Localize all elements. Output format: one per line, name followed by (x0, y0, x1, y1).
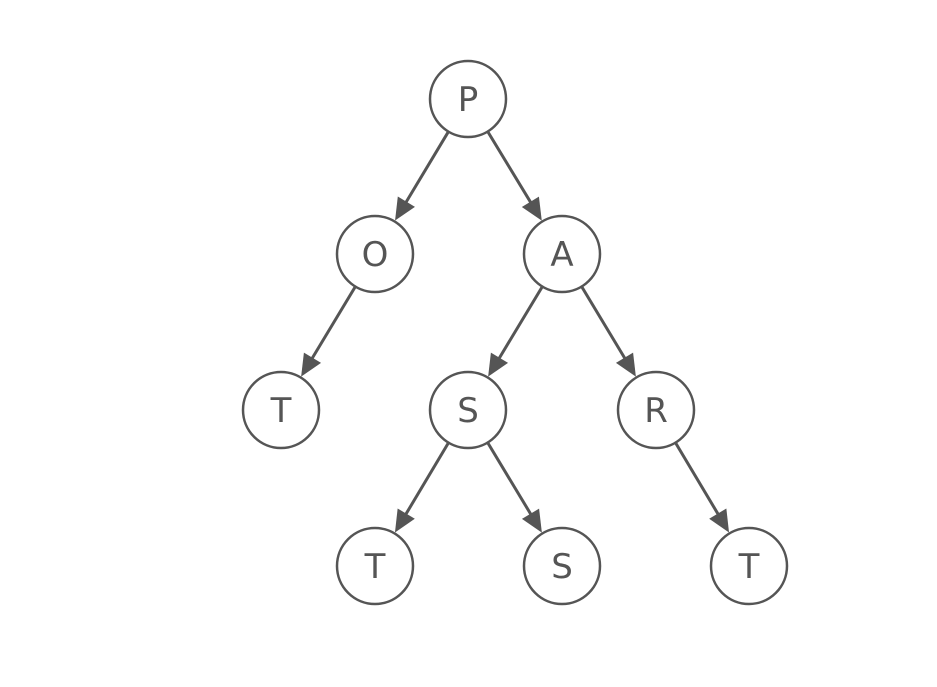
edge-s1-s2 (486, 442, 542, 533)
edge-line (403, 442, 450, 517)
edge-r-t3 (674, 442, 730, 533)
edge-a-r (580, 286, 636, 377)
node-label: A (550, 235, 573, 275)
arrowhead-icon (395, 196, 415, 221)
arrowhead-icon (301, 352, 322, 377)
node-label: T (270, 391, 292, 431)
tree-node-t1: T (241, 370, 321, 450)
node-circle (428, 59, 508, 139)
edge-line (580, 286, 627, 361)
node-circle (616, 370, 696, 450)
tree-node-p: P (428, 59, 508, 139)
edge-line (486, 131, 533, 205)
node-label: S (457, 391, 479, 431)
edge-o-t1 (301, 286, 357, 377)
tree-node-s2: S (522, 526, 602, 606)
arrowhead-icon (521, 508, 542, 533)
edge-line (486, 442, 533, 517)
node-label: T (364, 547, 386, 587)
node-circle (709, 526, 789, 606)
node-label: S (551, 547, 573, 587)
edge-a-s1 (488, 286, 544, 377)
edge-line (674, 442, 721, 517)
arrowhead-icon (394, 508, 415, 533)
edges-layer (301, 131, 730, 533)
arrowhead-icon (488, 352, 509, 377)
node-circle (522, 214, 602, 294)
edge-line (497, 286, 544, 361)
tree-node-r: R (616, 370, 696, 450)
edge-line (404, 131, 450, 205)
node-circle (335, 526, 415, 606)
edge-p-a (486, 131, 542, 221)
arrowhead-icon (615, 352, 636, 377)
node-label: R (644, 391, 668, 431)
tree-node-a: A (522, 214, 602, 294)
tree-node-t3: T (709, 526, 789, 606)
node-label: O (362, 235, 389, 275)
nodes-layer: P O A T S R T S T (241, 59, 789, 606)
tree-node-o: O (335, 214, 415, 294)
edge-p-o (395, 131, 450, 221)
node-label: P (458, 80, 479, 120)
arrowhead-icon (709, 508, 730, 533)
arrowhead-icon (521, 196, 542, 221)
edge-s1-t2 (394, 442, 450, 533)
tree-node-t2: T (335, 526, 415, 606)
node-circle (241, 370, 321, 450)
node-circle (522, 526, 602, 606)
node-label: T (738, 547, 760, 587)
node-circle (335, 214, 415, 294)
tree-node-s1: S (428, 370, 508, 450)
edge-line (310, 286, 357, 361)
node-circle (428, 370, 508, 450)
